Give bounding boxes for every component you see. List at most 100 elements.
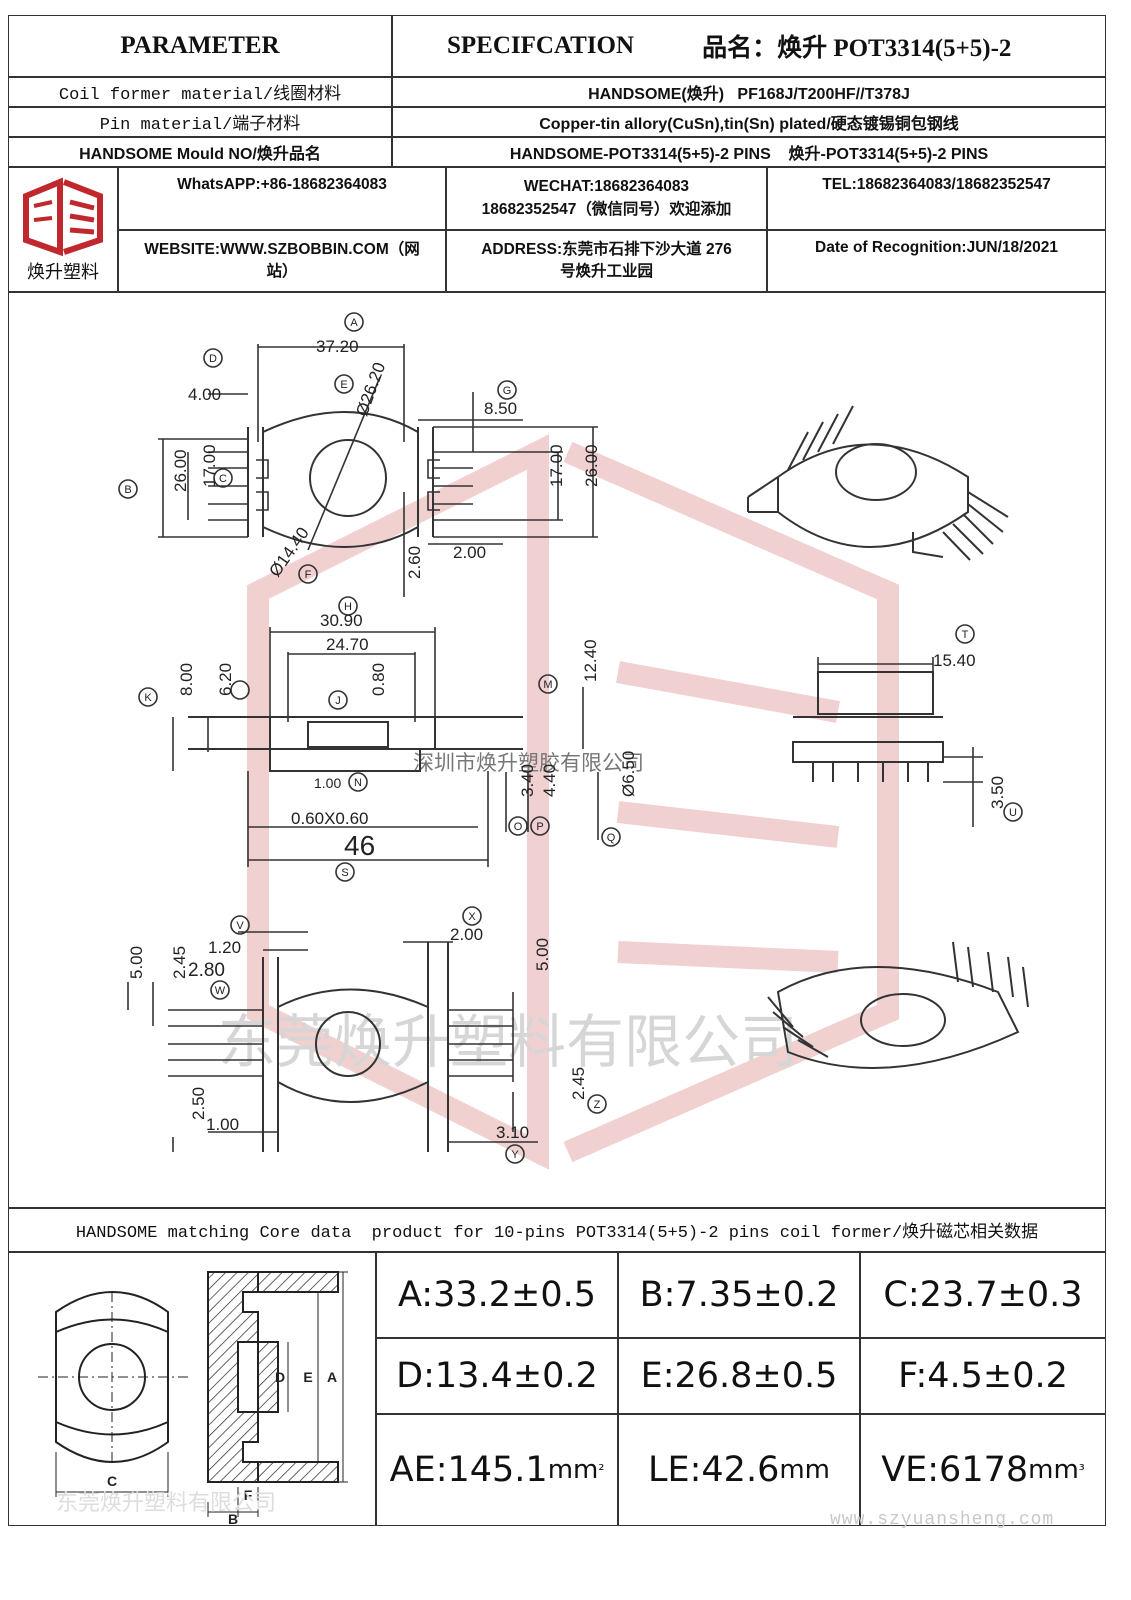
svg-text:E: E — [303, 1369, 312, 1385]
svg-text:Ø6.50: Ø6.50 — [619, 751, 638, 797]
svg-text:24.70: 24.70 — [326, 635, 369, 654]
core-d: D:13.4±0.2 — [376, 1338, 618, 1414]
core-a: A:33.2±0.5 — [376, 1252, 618, 1338]
svg-text:3.40: 3.40 — [518, 764, 537, 797]
svg-text:N: N — [354, 777, 362, 789]
product-name: 品名：焕升 POT3314(5+5)-2 — [702, 35, 1012, 62]
svg-text:C: C — [219, 473, 227, 485]
svg-text:H: H — [344, 601, 352, 613]
svg-text:17.00: 17.00 — [547, 444, 566, 487]
svg-text:0.60X0.60: 0.60X0.60 — [291, 809, 369, 828]
core-figure-labels: C A E D F B — [107, 1369, 337, 1526]
core-e: E:26.8±0.5 — [618, 1338, 860, 1414]
company-logo: 焕升塑料 — [8, 167, 118, 292]
svg-text:D: D — [275, 1369, 285, 1385]
iso-view-bottom — [767, 941, 1029, 1069]
svg-text:A: A — [350, 317, 358, 329]
svg-text:0.80: 0.80 — [369, 663, 388, 696]
view-front — [172, 627, 599, 867]
svg-text:F: F — [244, 1487, 253, 1503]
svg-text:B: B — [228, 1511, 238, 1526]
svg-text:E: E — [340, 379, 347, 391]
core-b: B:7.35±0.2 — [618, 1252, 860, 1338]
core-data-title: HANDSOME matching Core data product for … — [8, 1208, 1106, 1252]
svg-text:Y: Y — [511, 1149, 519, 1161]
svg-text:W: W — [215, 985, 226, 997]
svg-text:4.40: 4.40 — [540, 764, 559, 797]
svg-text:K: K — [144, 692, 152, 704]
svg-text:2.60: 2.60 — [405, 546, 424, 579]
svg-text:46: 46 — [344, 830, 375, 861]
svg-text:2.45: 2.45 — [569, 1067, 588, 1100]
svg-text:3.10: 3.10 — [496, 1123, 529, 1142]
watermark-big: 东莞焕升塑料有限公司 — [218, 1010, 798, 1075]
svg-text:M: M — [543, 679, 552, 691]
svg-text:J: J — [335, 695, 341, 707]
svg-text:15.40: 15.40 — [933, 651, 976, 670]
iso-view-top — [747, 405, 1009, 561]
svg-text:5.00: 5.00 — [127, 946, 146, 979]
watermark-bottom: 东莞焕升塑料有限公司 — [56, 1490, 276, 1515]
website[interactable]: WEBSITE:WWW.SZBOBBIN.COM（网 站） — [118, 230, 446, 292]
svg-text:8.00: 8.00 — [177, 663, 196, 696]
svg-text:S: S — [341, 867, 348, 879]
coil-material-label: Coil former material/线圈材料 — [8, 77, 392, 107]
svg-text:4.00: 4.00 — [188, 385, 221, 404]
coil-material-value: HANDSOME(焕升) PF168J/T200HF//T378J — [392, 77, 1106, 107]
svg-text:F: F — [305, 569, 312, 581]
svg-text:B: B — [124, 484, 131, 496]
wechat: WECHAT:18682364083 18682352547（微信同号）欢迎添加 — [446, 167, 767, 230]
svg-text:O: O — [514, 821, 523, 833]
core-figure-panel — [8, 1252, 376, 1526]
watermark-company: 深圳市焕升塑胶有限公司 — [413, 752, 644, 775]
mould-no-label: HANDSOME Mould NO/焕升品名 — [8, 137, 392, 167]
svg-text:A: A — [327, 1369, 337, 1385]
technical-drawing: 东莞焕升塑料有限公司 深圳市焕升塑胶有限公司 — [118, 312, 1029, 1170]
svg-text:6.20: 6.20 — [216, 663, 235, 696]
mould-no-value: HANDSOME-POT3314(5+5)-2 PINS 焕升-POT3314(… — [392, 137, 1106, 167]
pin-material-label: Pin material/端子材料 — [8, 107, 392, 137]
svg-text:C: C — [107, 1473, 117, 1489]
svg-text:Z: Z — [594, 1099, 601, 1111]
svg-text:17.00: 17.00 — [200, 444, 219, 487]
svg-text:T: T — [962, 629, 969, 641]
svg-text:2.00: 2.00 — [450, 925, 483, 944]
core-figure: C A E D F B 东莞焕升塑料有限公司 — [38, 1271, 348, 1526]
svg-text:V: V — [236, 920, 244, 932]
reference-letters: A D E G B C F H K J M N O P Q S T U V W … — [124, 317, 1017, 1161]
svg-text:2.00: 2.00 — [453, 543, 486, 562]
svg-text:30.90: 30.90 — [320, 611, 363, 630]
parameter-header: PARAMETER — [8, 15, 392, 77]
core-c: C:23.7±0.3 — [860, 1252, 1106, 1338]
logo-icon — [23, 177, 103, 257]
svg-text:D: D — [209, 353, 217, 365]
svg-text:8.50: 8.50 — [484, 399, 517, 418]
core-f: F:4.5±0.2 — [860, 1338, 1106, 1414]
svg-text:Ø26.20: Ø26.20 — [352, 360, 389, 419]
watermark-logo — [247, 434, 899, 1170]
watermark-url: www.szyuansheng.com — [830, 1510, 1055, 1530]
svg-text:2.80: 2.80 — [188, 960, 225, 981]
svg-text:37.20: 37.20 — [316, 337, 359, 356]
svg-text:G: G — [503, 385, 512, 397]
svg-text:2.50: 2.50 — [189, 1087, 208, 1120]
svg-text:26.00: 26.00 — [171, 449, 190, 492]
svg-text:3.50: 3.50 — [988, 776, 1007, 809]
view-bottom — [127, 931, 538, 1152]
reference-circles — [118, 312, 1023, 1164]
svg-text:U: U — [1009, 807, 1017, 819]
specification-label: SPECIFCATION — [447, 32, 635, 59]
drawing-panel — [8, 292, 1106, 1208]
tel: TEL:18682364083/18682352547 — [767, 167, 1106, 230]
svg-text:Q: Q — [607, 832, 616, 844]
logo-text: 焕升塑料 — [27, 262, 99, 283]
view-side — [792, 657, 983, 827]
pin-material-value: Copper-tin allory(CuSn),tin(Sn) plated/硬… — [392, 107, 1106, 137]
address: ADDRESS:东莞市石排下沙大道 276 号焕升工业园 — [446, 230, 767, 292]
specification-header: SPECIFCATION 品名：焕升 POT3314(5+5)-2 — [392, 15, 1106, 77]
recognition-date: Date of Recognition:JUN/18/2021 — [767, 230, 1106, 292]
whatsapp: WhatsAPP:+86-18682364083 — [118, 167, 446, 230]
